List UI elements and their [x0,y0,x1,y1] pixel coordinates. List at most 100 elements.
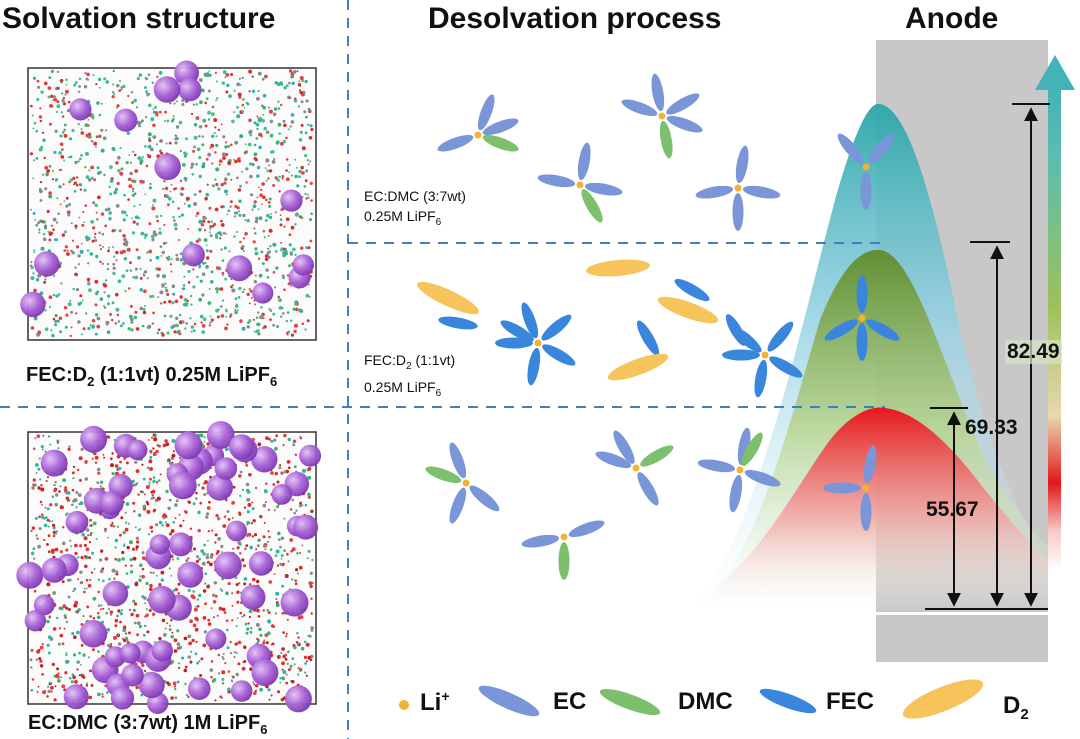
md-atom [121,557,125,561]
md-atom [62,131,65,134]
md-atom [142,308,146,311]
md-atom [175,125,180,129]
md-atom [238,511,242,515]
md-atom [122,84,126,89]
md-atom [100,604,103,607]
md-atom [132,608,136,613]
fec-molecule [769,356,803,378]
md-atom [190,303,193,306]
md-atom [97,612,100,615]
md-atom [84,166,87,169]
md-atom [203,440,206,443]
md-atom [102,453,105,456]
md-atom [184,177,188,181]
md-atom [195,239,200,243]
md-atom [142,310,147,315]
md-atom [158,520,163,525]
md-atom [250,522,253,525]
md-atom [115,292,119,297]
md-atom [249,289,253,293]
md-atom [239,84,242,86]
md-atom [85,175,90,180]
md-atom [51,333,55,338]
md-atom [257,257,261,260]
md-atom [109,179,114,183]
md-atom [241,666,246,671]
md-atom [60,606,64,611]
md-atom [283,517,286,520]
md-atom [106,262,110,266]
md-atom [207,110,212,115]
md-atom [130,564,133,567]
md-atom [99,480,104,484]
md-atom [152,612,156,616]
md-atom [83,85,88,89]
dmc-molecule [640,445,674,467]
md-atom [280,242,282,244]
md-atom [311,558,314,562]
md-atom [278,538,281,541]
md-atom [102,579,105,583]
md-atom [206,442,210,446]
md-atom [165,489,169,494]
md-atom [307,107,311,111]
md-atom [179,257,184,262]
md-atom [307,467,312,471]
md-atom [163,633,167,637]
md-atom [56,70,60,74]
md-atom [144,237,147,240]
md-atom [144,615,147,618]
md-atom [136,540,140,544]
md-atom [64,671,68,675]
md-atom [298,89,301,92]
label-ecdmc-electrolyte: EC:DMC (3:7wt) 0.25M LiPF6 [364,188,466,228]
md-atom [135,536,140,540]
md-atom [221,81,225,85]
md-atom [43,156,46,160]
md-atom [181,99,185,102]
md-atom [144,233,148,238]
md-atom [152,447,155,450]
lipf6-sphere [20,291,46,318]
md-atom [247,502,252,507]
md-atom [195,605,197,608]
md-atom [294,582,298,586]
md-atom [236,590,240,594]
md-atom [294,253,297,256]
md-atom [202,166,205,169]
lipf6-sphere [99,490,124,515]
md-atom [42,173,45,176]
md-atom [301,322,305,326]
md-atom [227,518,231,521]
md-atom [265,268,269,272]
md-atom [139,528,142,530]
md-atom [235,652,238,655]
md-atom [74,543,78,548]
md-atom [65,659,69,664]
md-atom [38,231,41,234]
md-atom [37,544,41,549]
md-atom [262,229,266,233]
md-atom [66,491,71,495]
md-atom [152,476,156,479]
md-atom [176,646,180,650]
md-atom [119,80,121,82]
md-atom [149,147,154,152]
md-atom [282,253,286,258]
ec-molecule [860,493,872,531]
md-atom [237,662,241,666]
md-atom [36,434,41,439]
md-atom [256,637,259,641]
md-atom [149,525,153,530]
md-atom [251,89,256,94]
md-atom [254,689,257,692]
md-atom [68,580,70,582]
md-atom [181,162,186,167]
md-atom [131,231,136,235]
md-atom [285,169,288,172]
md-atom [78,216,81,219]
md-atom [290,120,295,124]
md-atom [208,288,211,290]
md-atom [307,163,310,166]
md-atom [71,471,75,475]
